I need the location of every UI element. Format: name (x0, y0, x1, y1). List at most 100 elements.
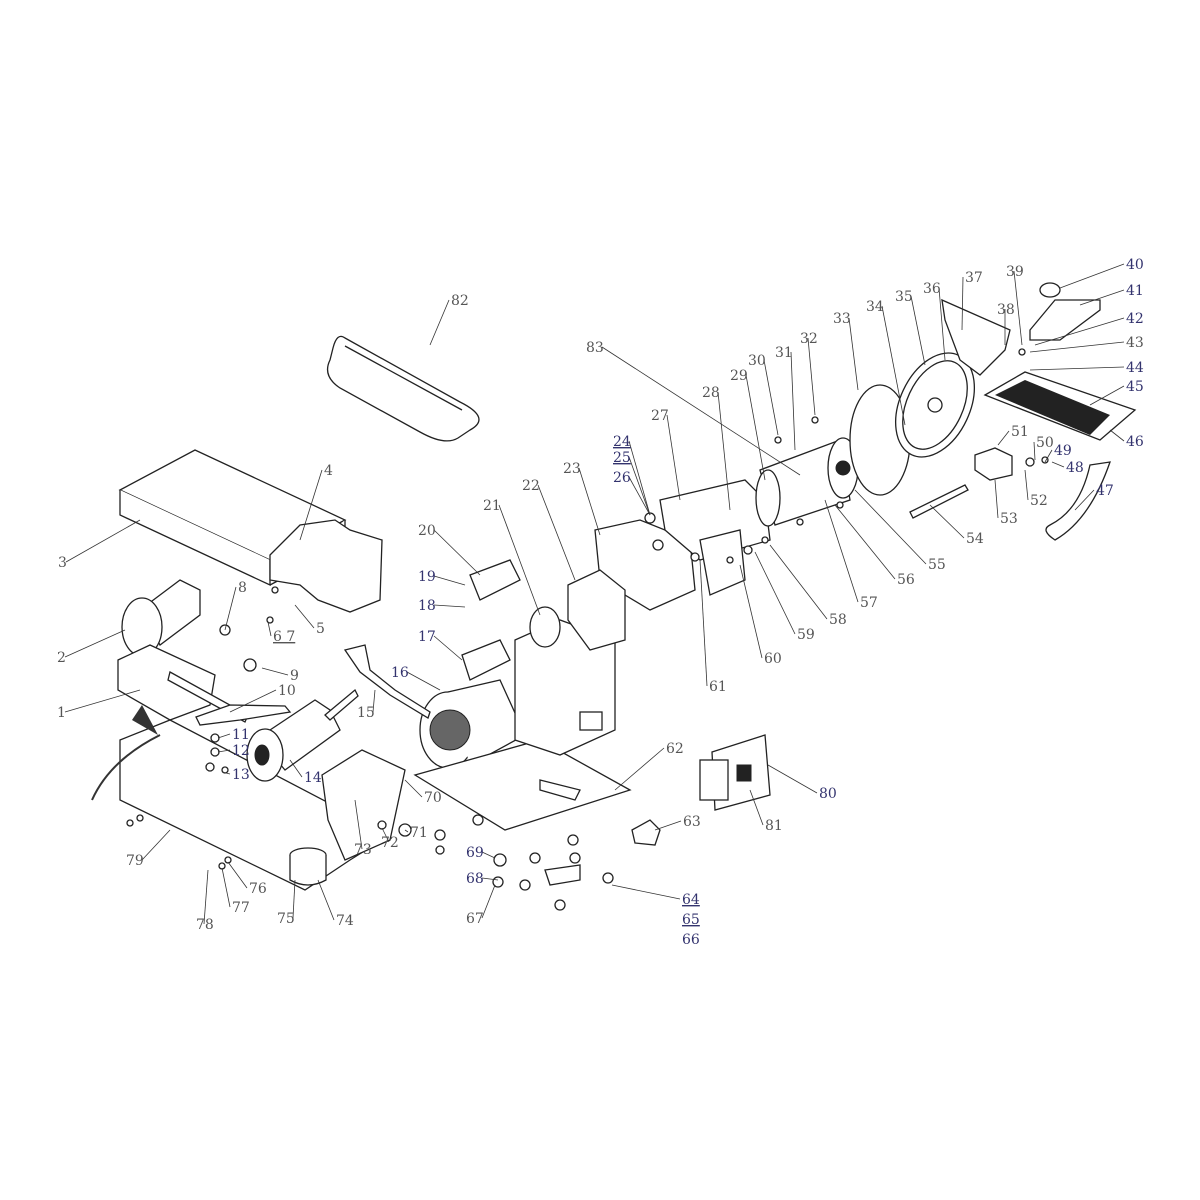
cooling-fan (289, 847, 327, 886)
part-label-5: 5 (316, 621, 325, 637)
leader-line-40 (1059, 263, 1125, 289)
leader-line-44 (1029, 366, 1125, 371)
part-label-70: 70 (424, 790, 442, 806)
leader-line-59 (754, 551, 796, 635)
part-label-19: 19 (418, 569, 436, 585)
part-label-66: 66 (682, 932, 700, 948)
leader-line-75 (292, 879, 296, 919)
part-label-35: 35 (895, 289, 913, 305)
leader-line-50 (1033, 441, 1036, 461)
part-label-76: 76 (249, 881, 267, 897)
part-label-25: 25 (613, 450, 631, 466)
leader-line-32 (807, 337, 816, 416)
part-label-14: 14 (304, 770, 322, 786)
part-label-56: 56 (897, 572, 915, 588)
leader-line-14 (289, 759, 303, 778)
part-label-57: 57 (860, 595, 878, 611)
capacitors (461, 559, 521, 681)
leader-line-55 (854, 489, 927, 565)
part-label-38: 38 (997, 302, 1015, 318)
leader-line-82 (429, 299, 450, 346)
leader-line-56 (834, 504, 896, 580)
part-label-11: 11 (232, 727, 250, 743)
leader-line-41 (1079, 289, 1125, 306)
leader-line-33 (848, 317, 859, 391)
leader-line-76 (227, 861, 248, 889)
part-label-58: 58 (829, 612, 847, 628)
tension-plate (117, 644, 216, 721)
power-plug (343, 644, 431, 719)
fasteners (126, 348, 1049, 911)
leader-line-31 (790, 351, 796, 451)
leader-line-81 (749, 789, 764, 826)
dust-guard (941, 298, 1011, 376)
part-label-54: 54 (966, 531, 984, 547)
part-label-83: 83 (586, 340, 604, 356)
part-label-46: 46 (1126, 434, 1144, 450)
leader-line-79 (141, 829, 171, 861)
main-motor (419, 679, 526, 769)
part-label-44: 44 (1126, 360, 1144, 376)
table-support-block (974, 447, 1013, 481)
part-label-45: 45 (1126, 379, 1144, 395)
leader-line-30 (763, 359, 779, 436)
lever-bar (195, 704, 292, 726)
part-label-23: 23 (563, 461, 581, 477)
arm-support (567, 569, 626, 651)
support-shaft (909, 484, 969, 519)
switch-box-window (579, 711, 603, 731)
leader-line-1 (64, 689, 141, 713)
part-label-30: 30 (748, 353, 766, 369)
part-label-79: 79 (126, 853, 144, 869)
leader-line-51 (997, 430, 1010, 446)
part-label-77: 77 (232, 900, 250, 916)
part-label-48: 48 (1066, 460, 1084, 476)
leader-line-23 (578, 467, 601, 536)
leader-line-25 (628, 456, 651, 516)
part-label-81: 81 (765, 818, 783, 834)
disc-wheel (895, 352, 975, 458)
leader-line-77 (221, 867, 231, 908)
part-label-55: 55 (928, 557, 946, 573)
leader-line-46 (1109, 429, 1125, 442)
leader-line-27 (666, 414, 681, 501)
part-label-51: 51 (1011, 424, 1029, 440)
leader-line-54 (929, 504, 965, 539)
leader-line-43 (1029, 341, 1125, 353)
leader-line-80 (767, 764, 818, 794)
leader-line-34 (881, 305, 906, 426)
leader-line-28 (717, 391, 731, 511)
leader-line-64 (611, 884, 681, 900)
leader-line-62 (614, 747, 665, 791)
part-label-53: 53 (1000, 511, 1018, 527)
part-label-40: 40 (1126, 257, 1144, 273)
leader-line-78 (203, 869, 209, 925)
part-label-22: 22 (522, 478, 540, 494)
switch-assembly (699, 734, 771, 811)
part-label-43: 43 (1126, 335, 1144, 351)
leader-line-71 (404, 829, 409, 833)
part-label-15: 15 (357, 705, 375, 721)
drive-roller (121, 579, 201, 657)
part-label-8: 8 (238, 580, 247, 596)
part-label-82: 82 (451, 293, 469, 309)
part-label-80: 80 (819, 786, 837, 802)
leader-line-52 (1024, 469, 1029, 501)
leader-line-39 (1013, 270, 1023, 346)
leader-line-15 (372, 689, 376, 713)
part-label-33: 33 (833, 311, 851, 327)
part-label-18: 18 (418, 598, 436, 614)
leader-line-83 (601, 346, 801, 476)
part-label-41: 41 (1126, 283, 1144, 299)
part-label-28: 28 (702, 385, 720, 401)
leader-line-61 (699, 559, 708, 687)
part-label-39: 39 (1006, 264, 1024, 280)
leader-line-48 (1051, 461, 1065, 468)
part-label-34: 34 (866, 299, 884, 315)
leader-line-19 (433, 575, 466, 586)
part-label-74: 74 (336, 913, 354, 929)
leader-line-45 (1089, 385, 1125, 406)
leader-line-8 (224, 586, 237, 631)
